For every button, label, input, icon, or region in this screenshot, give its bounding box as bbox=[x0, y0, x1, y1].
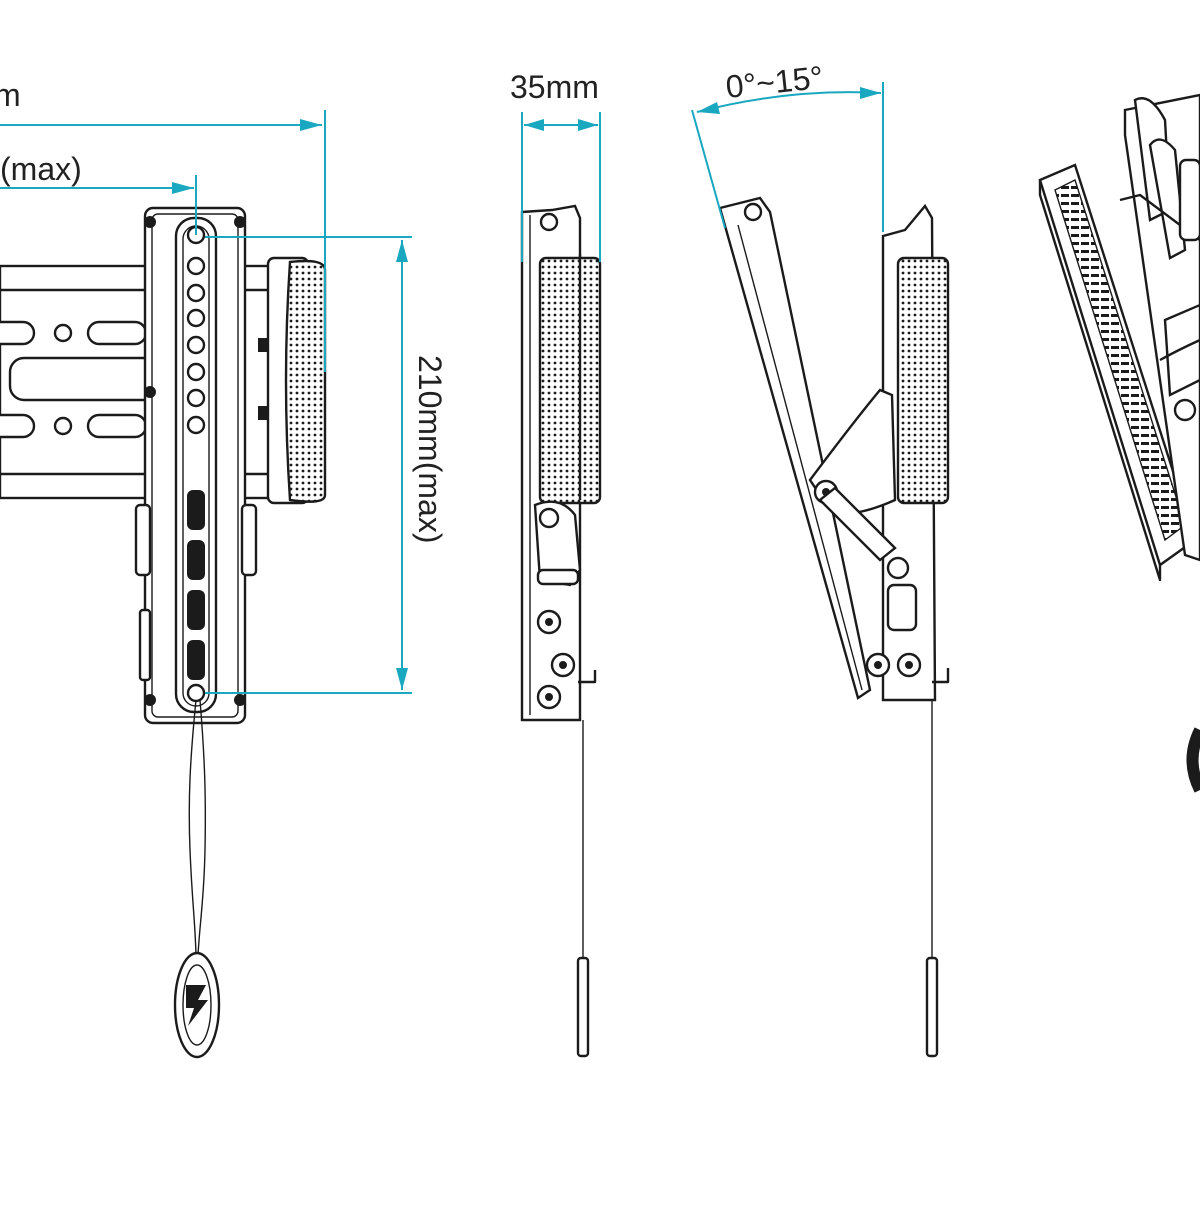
cord-handle bbox=[576, 956, 590, 1058]
front-view: m (max) 210mm(max) bbox=[0, 77, 448, 1059]
front-dimensions bbox=[0, 110, 412, 694]
side-view-tilted: 0°~15° bbox=[691, 59, 950, 1058]
tilt-linkage bbox=[808, 388, 950, 684]
depth-label: 35mm bbox=[510, 69, 599, 105]
release-cord bbox=[173, 699, 221, 1059]
hinge-assembly bbox=[533, 500, 597, 710]
vertical-bracket bbox=[134, 206, 258, 725]
vertical-span-label: 210mm(max) bbox=[412, 355, 448, 543]
tilt-range-label: 0°~15° bbox=[724, 59, 825, 105]
adjustment-holes bbox=[186, 225, 206, 703]
cord-handle-tilted bbox=[925, 956, 939, 1058]
spacer-pad bbox=[258, 256, 327, 505]
top-max-label: (max) bbox=[0, 151, 82, 187]
perspective-view bbox=[1038, 93, 1200, 793]
top-width-label: m bbox=[0, 77, 21, 113]
side-view-flat: 35mm bbox=[510, 69, 602, 1058]
